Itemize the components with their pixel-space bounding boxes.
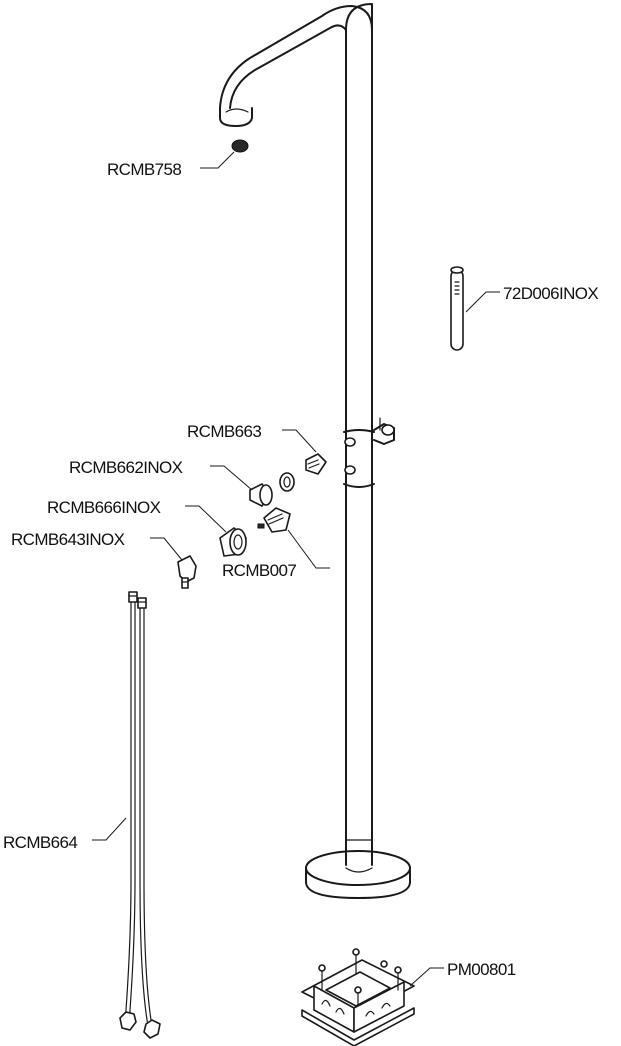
label-rcmb007: RCMB007: [222, 561, 296, 580]
leader-line-rcmb007: [287, 529, 330, 569]
label-rcmb662inox: RCMB662INOX: [69, 458, 183, 477]
label-rcmb758: RCMB758: [107, 160, 181, 179]
mounting-box-part-pm00801: [301, 948, 415, 1046]
handle-part-rcmb666inox: [219, 527, 247, 557]
label-rcmb666inox: RCMB666INOX: [47, 498, 161, 517]
label-rcmb663: RCMB663: [187, 422, 261, 441]
leader-line-pm00801: [409, 967, 444, 987]
cartridge-part-rcmb663: [305, 453, 327, 475]
nozzle-part: [231, 139, 249, 153]
shower-column: [219, 3, 411, 899]
hand-shower-part: [450, 266, 464, 351]
knob-part-rcmb662inox: [249, 472, 295, 507]
label-rcmb643inox: RCMB643INOX: [11, 530, 125, 549]
leader-line-rcmb666inox: [185, 505, 227, 533]
connector-part-rcmb643inox: [177, 555, 197, 589]
label-pm00801: PM00801: [447, 960, 516, 979]
cartridge-part-rcmb007: [257, 507, 291, 533]
leader-line-rcmb663: [282, 429, 317, 453]
hose-part-rcmb664: [119, 591, 161, 1039]
leader-line-rcmb664: [92, 817, 127, 841]
label-72d006inox: 72D006INOX: [503, 284, 598, 303]
label-rcmb664: RCMB664: [3, 833, 77, 852]
leader-line-rcmb643inox: [150, 537, 183, 561]
leader-line-rcmb758: [200, 151, 235, 169]
leader-line-72d006inox: [465, 291, 500, 313]
leader-line-rcmb662inox: [210, 465, 253, 491]
